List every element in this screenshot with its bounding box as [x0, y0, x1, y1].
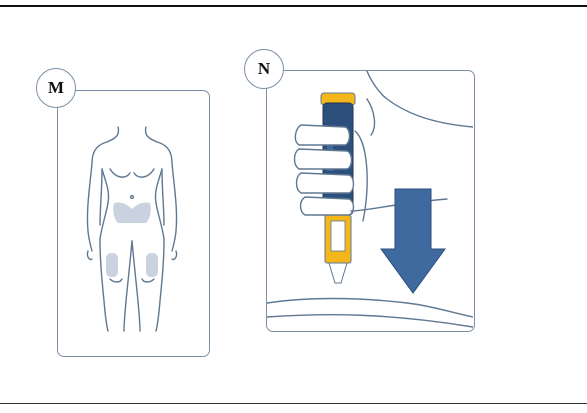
finger-3	[297, 173, 354, 193]
right-leg-inner	[132, 241, 140, 331]
left-knee	[110, 279, 122, 282]
body-injection-sites-illustration	[58, 91, 208, 355]
finger-2	[295, 149, 352, 169]
left-inner-arm	[100, 169, 102, 225]
right-shoulder-outline	[146, 127, 172, 163]
panel-n-badge: N	[244, 49, 284, 89]
pen-injection-illustration	[267, 71, 473, 330]
panel-m-label: M	[48, 78, 64, 98]
palm-outline	[355, 131, 367, 221]
right-hand	[172, 251, 177, 260]
right-inner-arm	[162, 169, 164, 225]
skin-lower-line	[267, 315, 473, 327]
pen-window	[331, 221, 345, 251]
pen-tip	[329, 263, 347, 283]
left-shoulder-outline	[92, 127, 118, 163]
left-leg-outer	[100, 239, 108, 331]
press-down-arrow-icon	[381, 189, 445, 293]
left-leg-inner	[124, 241, 132, 331]
left-thigh-injection-area	[106, 253, 118, 277]
forearm-outline	[367, 71, 473, 127]
right-leg-outer	[156, 239, 164, 331]
left-arm-outline	[87, 163, 92, 251]
right-knee	[142, 279, 154, 282]
panel-m-badge: M	[36, 68, 76, 108]
right-thigh-injection-area	[146, 253, 158, 277]
top-rule	[0, 5, 587, 7]
left-hand	[87, 251, 92, 260]
navel	[131, 196, 134, 199]
panel-m-injection-sites	[57, 90, 210, 357]
finger-4	[301, 197, 354, 215]
left-chest-line	[110, 169, 130, 177]
thumb-outline	[367, 99, 374, 135]
finger-1	[295, 125, 349, 145]
abdomen-injection-area	[113, 202, 151, 223]
panel-n-label: N	[258, 59, 270, 79]
panel-n-pen-injection	[266, 70, 475, 332]
right-arm-outline	[172, 163, 177, 251]
bottom-rule	[0, 403, 587, 404]
skin-surface-line	[267, 299, 473, 318]
right-chest-line	[134, 169, 154, 177]
